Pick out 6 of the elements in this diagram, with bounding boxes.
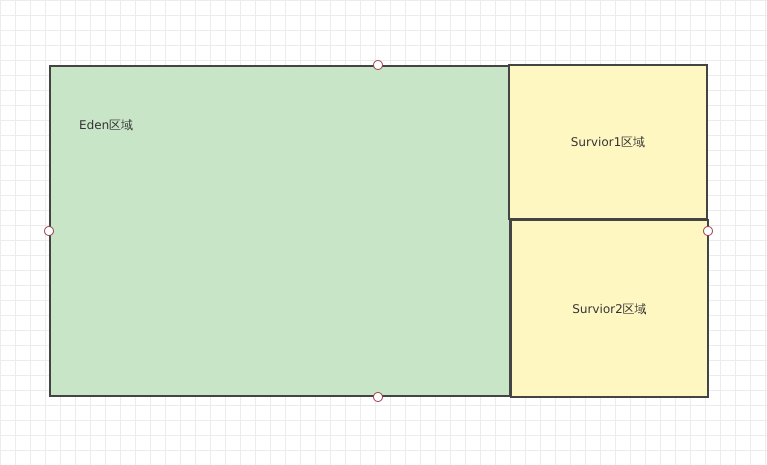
region-label: Survior2区域 (571, 300, 648, 318)
region-box (510, 219, 709, 398)
region-box (508, 64, 708, 220)
region-label: Survior1区域 (570, 134, 646, 151)
region-box (49, 65, 511, 397)
region-label: Eden区域 (79, 117, 134, 134)
